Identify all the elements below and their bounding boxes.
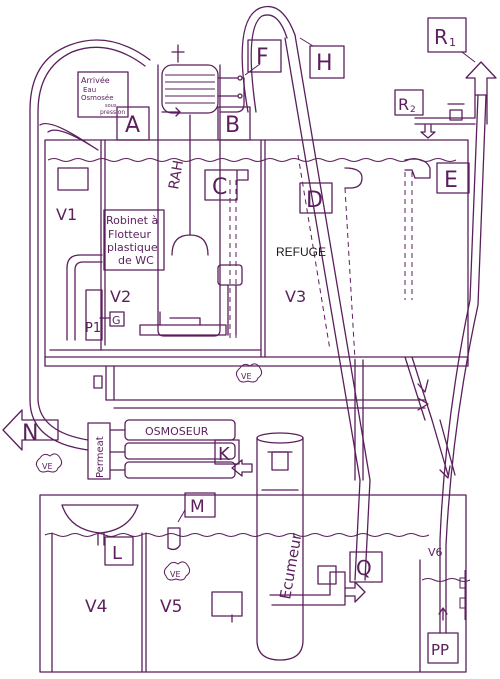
svg-text:E: E <box>444 168 458 193</box>
ecumeur-label: Ecumeur <box>276 531 305 601</box>
note-robinet-2: Flotteur <box>108 228 151 241</box>
svg-text:Q: Q <box>356 556 372 580</box>
svg-text:M: M <box>190 497 205 517</box>
svg-text:R: R <box>398 95 409 114</box>
svg-text:L: L <box>112 543 122 564</box>
svg-text:R: R <box>434 25 448 49</box>
p1-label: P1 <box>85 321 101 336</box>
float-valve-box <box>103 209 165 271</box>
note-arrivee-1: Arrivée <box>81 75 110 85</box>
label-box-F: F <box>247 39 282 73</box>
osmoseur-unit: OSMOSEUR K <box>109 419 253 479</box>
overflow-C <box>229 169 249 340</box>
note-robinet-4: de WC <box>118 254 154 267</box>
v1-pipes <box>66 254 125 341</box>
return-pump-PP: PP <box>427 94 487 664</box>
note-robinet-1: Robinet à <box>106 214 158 227</box>
svg-text:F: F <box>256 45 269 70</box>
note-arrivee-3: Osmosée <box>81 94 114 102</box>
v2-label: V2 <box>110 287 131 306</box>
label-box-L: L <box>104 536 134 566</box>
r2-tap <box>414 94 488 139</box>
ve-bubble-top: VE <box>235 363 263 383</box>
n-arrow: N <box>2 409 59 451</box>
svg-text:H: H <box>316 51 333 76</box>
svg-text:VE: VE <box>42 462 53 471</box>
note-arrivee-4: sous <box>105 103 117 109</box>
label-box-Q: Q <box>349 551 383 583</box>
label-box-C: C <box>204 169 238 201</box>
upper-tank <box>44 139 469 367</box>
label-box-R1: R 1 <box>427 17 467 53</box>
lower-tank <box>39 494 471 673</box>
label-box-H: H <box>309 45 345 79</box>
label-box-A: A <box>116 106 150 141</box>
r1-up-arrow <box>465 61 497 96</box>
pipe-M <box>167 509 186 551</box>
permeat-unit: Permeat <box>29 399 111 480</box>
drain-manifold <box>93 365 429 411</box>
svg-text:VE: VE <box>170 570 181 579</box>
svg-text:D: D <box>306 188 323 213</box>
osmosis-feed-pipe <box>29 39 151 401</box>
rah-label: RAH <box>166 159 187 191</box>
v5-label: V5 <box>160 597 182 617</box>
v1-label: V1 <box>56 205 77 224</box>
note-robinet-3: plastique <box>107 241 158 254</box>
label-box-R2: R 2 <box>394 89 424 116</box>
label-box-D: D <box>299 182 333 214</box>
v4-label: V4 <box>85 597 107 617</box>
overflow-D <box>344 167 364 481</box>
svg-text:A: A <box>125 113 140 138</box>
overflow-E <box>404 158 456 479</box>
g-label: G <box>112 314 121 327</box>
label-box-M: M <box>184 492 216 518</box>
ve-bubble-bottom: VE <box>163 561 191 581</box>
h-return-pipe <box>241 6 371 581</box>
svg-text:N: N <box>22 421 38 446</box>
svg-text:K: K <box>218 444 231 465</box>
svg-text:OSMOSEUR: OSMOSEUR <box>145 425 209 438</box>
svg-text:2: 2 <box>410 105 416 115</box>
v6-label: V6 <box>428 546 443 559</box>
rah-reactor: RAH <box>139 44 261 337</box>
svg-text:B: B <box>225 113 240 138</box>
ve-bubble-left: VE <box>35 453 63 473</box>
svg-text:VE: VE <box>241 372 252 381</box>
svg-text:PP: PP <box>431 641 449 659</box>
bowl-L <box>61 504 139 546</box>
refuge-label: REFUGE <box>276 245 326 259</box>
svg-text:1: 1 <box>449 36 456 49</box>
label-box-B: B <box>217 106 251 141</box>
v3-label: V3 <box>285 287 306 306</box>
note-arrivee-5: pression <box>100 109 125 116</box>
svg-text:Permeat: Permeat <box>95 436 106 478</box>
note-arrivee-2: Eau <box>83 86 96 94</box>
label-box-E: E <box>436 162 470 194</box>
